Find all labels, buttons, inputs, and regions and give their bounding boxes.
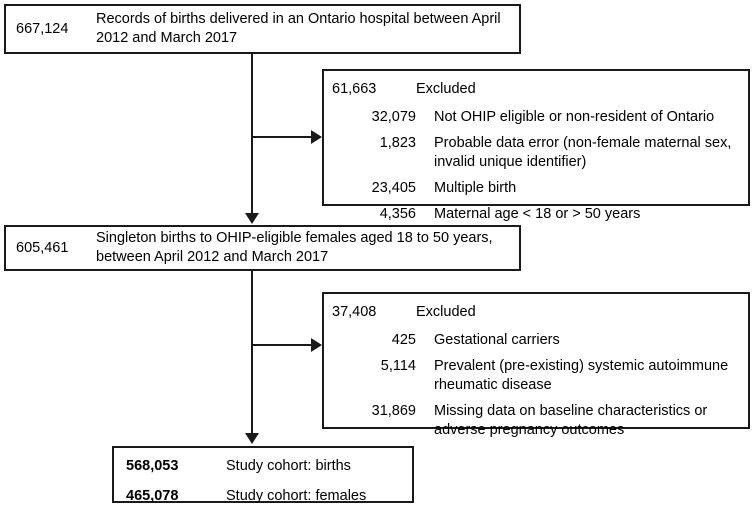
- exclusion-box-2: 37,408 Excluded 425 Gestational carriers…: [322, 292, 750, 438]
- final-cohort-row: 465,078 Study cohort: females: [126, 487, 400, 506]
- intermediate-cohort-text: Singleton births to OHIP-eligible female…: [96, 230, 493, 265]
- source-records-count: 667,124: [16, 20, 69, 37]
- exclusion-1-reason-label: Maternal age < 18 or > 50 years: [434, 206, 641, 222]
- exclusion-2-reason-row: 5,114 Prevalent (pre-existing) systemic …: [332, 357, 740, 395]
- exclusion-2-reason-row: 425 Gestational carriers: [332, 331, 740, 350]
- exclusion-2-reason-count: 5,114: [380, 358, 416, 374]
- trunk-line-upper: [251, 54, 253, 216]
- exclusion-1-reason-count: 4,356: [379, 206, 416, 222]
- exclusion-1-reason-count: 23,405: [371, 180, 416, 196]
- exclusion-2-reason-label: Prevalent (pre-existing) systemic autoim…: [434, 358, 729, 393]
- source-records-box: 667,124 Records of births delivered in a…: [4, 4, 521, 54]
- branch-arrow-exclusion-1: [311, 130, 322, 144]
- exclusion-2-reason-row: 31,869 Missing data on baseline characte…: [332, 402, 740, 440]
- exclusion-1-reason-count: 1,823: [379, 135, 416, 151]
- intermediate-cohort-box: 605,461 Singleton births to OHIP-eligibl…: [4, 225, 521, 271]
- exclusion-box-1: 61,663 Excluded 32,079 Not OHIP eligible…: [322, 69, 750, 222]
- trunk-arrow-to-final: [245, 433, 259, 444]
- exclusion-1-reason-row: 1,823 Probable data error (non-female ma…: [332, 134, 740, 172]
- intermediate-cohort-count: 605,461: [16, 239, 69, 256]
- exclusion-2-header: 37,408 Excluded: [332, 303, 740, 322]
- exclusion-1-reason-label: Multiple birth: [434, 180, 517, 196]
- final-cohort-row: 568,053 Study cohort: births: [126, 457, 400, 476]
- trunk-line-lower: [251, 271, 253, 435]
- branch-line-exclusion-2: [251, 344, 314, 346]
- final-cohort-box: 568,053 Study cohort: births 465,078 Stu…: [112, 446, 414, 506]
- exclusion-2-reason-count: 31,869: [371, 403, 416, 419]
- final-cohort-births-count: 568,053: [126, 458, 179, 474]
- exclusion-2-reason-count: 425: [391, 332, 416, 348]
- exclusion-1-reason-row: 23,405 Multiple birth: [332, 179, 740, 198]
- exclusion-1-header: 61,663 Excluded: [332, 80, 740, 99]
- exclusion-2-total-label: Excluded: [416, 304, 476, 320]
- exclusion-1-reason-count: 32,079: [371, 109, 416, 125]
- branch-arrow-exclusion-2: [311, 338, 322, 352]
- final-cohort-births-label: Study cohort: births: [226, 458, 351, 474]
- exclusion-2-total-count: 37,408: [332, 304, 377, 320]
- final-cohort-females-label: Study cohort: females: [226, 488, 367, 504]
- trunk-arrow-to-intermediate: [245, 213, 259, 224]
- exclusion-1-total-label: Excluded: [416, 81, 476, 97]
- final-cohort-females-count: 465,078: [126, 488, 179, 504]
- exclusion-1-reason-row: 32,079 Not OHIP eligible or non-resident…: [332, 108, 740, 127]
- exclusion-1-reason-row: 4,356 Maternal age < 18 or > 50 years: [332, 205, 740, 224]
- exclusion-2-reason-label: Missing data on baseline characteristics…: [434, 403, 708, 438]
- exclusion-1-reason-label: Probable data error (non-female maternal…: [434, 135, 732, 170]
- exclusion-2-reason-label: Gestational carriers: [434, 332, 560, 348]
- exclusion-1-reason-label: Not OHIP eligible or non-resident of Ont…: [434, 109, 715, 125]
- source-records-text: Records of births delivered in an Ontari…: [96, 11, 501, 46]
- exclusion-1-total-count: 61,663: [332, 81, 377, 97]
- branch-line-exclusion-1: [251, 136, 314, 138]
